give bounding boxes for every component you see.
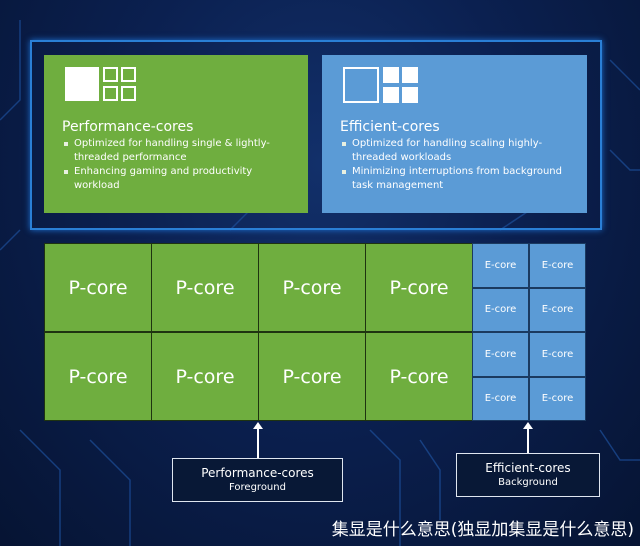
caption-watermark: 集显是什么意思(独显加集显是什么意思) (331, 520, 634, 540)
p-core-cell: P-core (258, 243, 366, 332)
performance-cores-label: Performance-cores Foreground (172, 458, 343, 502)
bullet: Minimizing interruptions from background… (342, 165, 569, 193)
p-core-cell: P-core (44, 243, 152, 332)
e-core-cell: E-core (472, 287, 529, 332)
performance-cores-card: Performance-cores Optimized for handling… (44, 55, 308, 213)
e-core-cell: E-core (529, 376, 586, 421)
e-core-cell: E-core (472, 332, 529, 377)
p-core-cell: P-core (365, 243, 473, 332)
label-title: Performance-cores (201, 466, 314, 480)
p-core-icon (65, 67, 290, 105)
p-core-cell: P-core (365, 332, 473, 421)
core-types-frame (30, 40, 602, 230)
arrow-up-icon (253, 422, 263, 458)
p-core-cell: P-core (151, 243, 259, 332)
label-sub: Background (498, 477, 558, 488)
e-core-cell: E-core (529, 287, 586, 332)
bullet: Enhancing gaming and productivity worklo… (64, 165, 290, 193)
e-core-cell: E-core (472, 243, 529, 288)
e-core-cell: E-core (472, 376, 529, 421)
bullet: Optimized for handling scaling highly-th… (342, 137, 569, 165)
efficient-cores-card: Efficient-cores Optimized for handling s… (322, 55, 587, 213)
p-core-cell: P-core (44, 332, 152, 421)
e-core-cell: E-core (529, 332, 586, 377)
label-sub: Foreground (229, 482, 286, 493)
p-core-cell: P-core (258, 332, 366, 421)
card-title: Performance-cores (62, 119, 194, 135)
card-title: Efficient-cores (340, 119, 440, 135)
label-title: Efficient-cores (485, 461, 571, 475)
e-core-cell: E-core (529, 243, 586, 288)
bullet: Optimized for handling single & lightly-… (64, 137, 290, 165)
p-core-cell: P-core (151, 332, 259, 421)
arrow-up-icon (523, 422, 533, 453)
e-core-icon (343, 67, 569, 105)
efficient-cores-label: Efficient-cores Background (456, 453, 600, 497)
